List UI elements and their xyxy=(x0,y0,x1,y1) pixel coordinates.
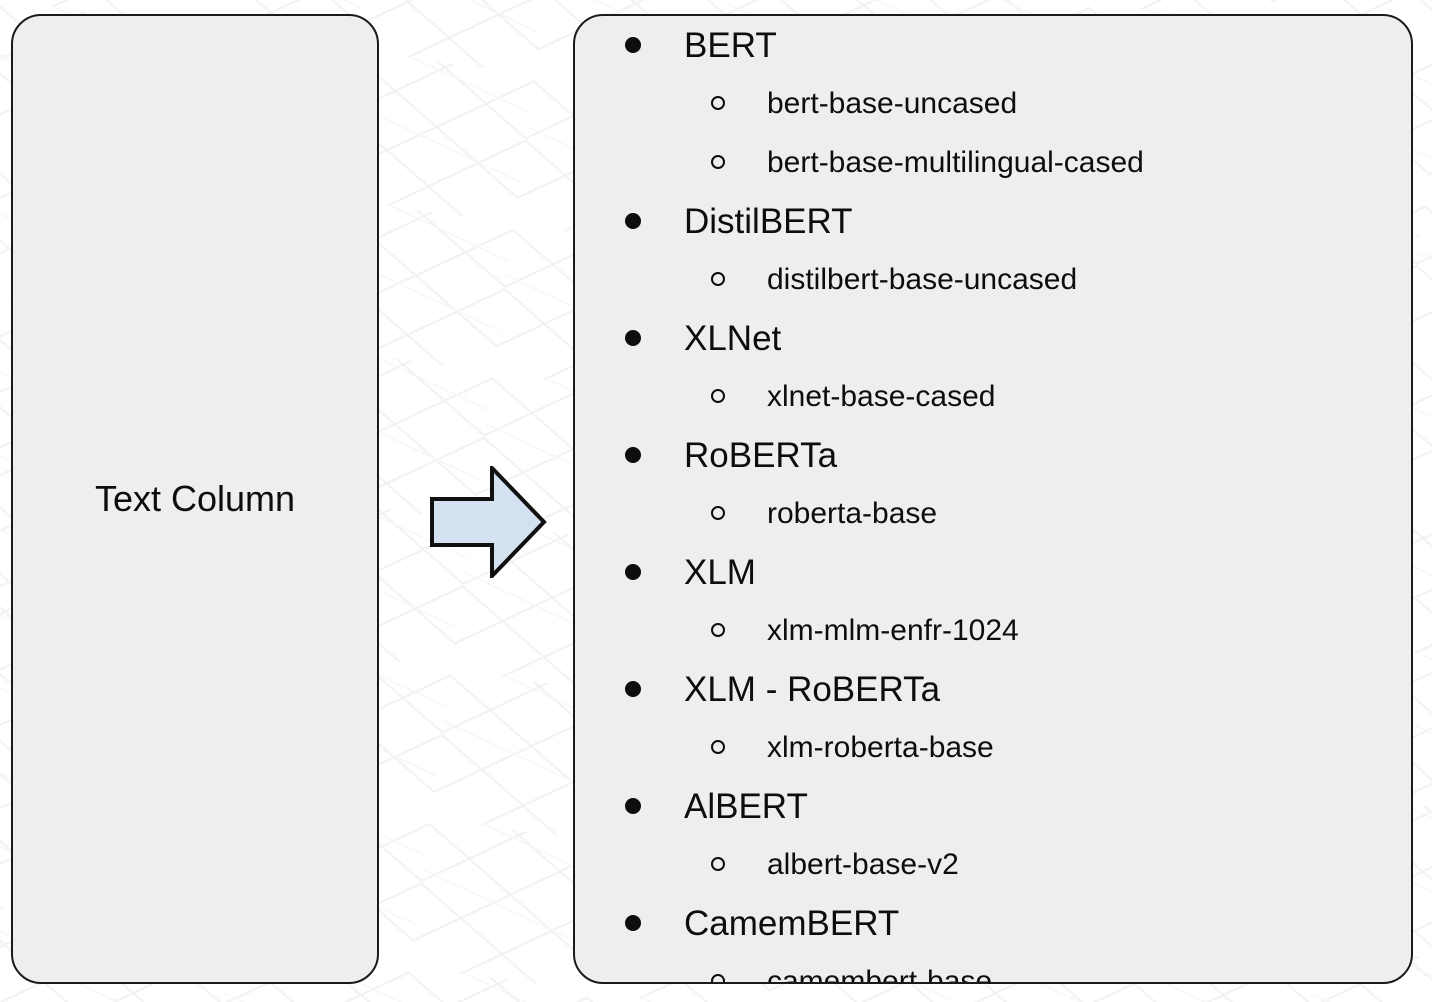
model-family-item[interactable]: DistilBERT xyxy=(575,192,1411,250)
model-family-item[interactable]: XLM - RoBERTa xyxy=(575,660,1411,718)
model-checkpoint-label: camembert-base xyxy=(767,964,993,984)
model-family-label: BERT xyxy=(684,25,777,65)
model-family-item[interactable]: XLM xyxy=(575,543,1411,601)
hollow-circle-bullet-icon xyxy=(711,271,725,286)
model-checkpoint-label: distilbert-base-uncased xyxy=(767,262,1078,296)
model-checkpoint-label: xlm-roberta-base xyxy=(767,730,994,764)
hollow-circle-bullet-icon xyxy=(711,388,725,403)
model-family-label: DistilBERT xyxy=(684,201,853,241)
right-arrow-icon xyxy=(430,466,548,578)
model-family-label: XLM - RoBERTa xyxy=(684,669,941,709)
model-checkpoint-item[interactable]: xlm-roberta-base xyxy=(575,718,1411,777)
model-family-item[interactable]: RoBERTa xyxy=(575,426,1411,484)
model-family-label: AlBERT xyxy=(684,786,808,826)
solid-disc-bullet-icon xyxy=(625,330,641,346)
solid-disc-bullet-icon xyxy=(625,37,641,53)
hollow-circle-bullet-icon xyxy=(711,622,725,637)
text-column-panel[interactable]: Text Column xyxy=(11,14,379,984)
model-checkpoint-label: xlnet-base-cased xyxy=(767,379,996,413)
hollow-circle-bullet-icon xyxy=(711,973,725,982)
model-checkpoint-item[interactable]: distilbert-base-uncased xyxy=(575,250,1411,309)
hollow-circle-bullet-icon xyxy=(711,739,725,754)
model-family-item[interactable]: BERT xyxy=(575,16,1411,74)
model-checkpoint-item[interactable]: bert-base-multilingual-cased xyxy=(575,133,1411,192)
model-checkpoint-item[interactable]: roberta-base xyxy=(575,484,1411,543)
text-column-label: Text Column xyxy=(94,478,296,520)
solid-disc-bullet-icon xyxy=(625,915,641,931)
hollow-circle-bullet-icon xyxy=(711,856,725,871)
model-checkpoint-item[interactable]: xlnet-base-cased xyxy=(575,367,1411,426)
hollow-circle-bullet-icon xyxy=(711,154,725,169)
model-checkpoint-label: xlm-mlm-enfr-1024 xyxy=(767,613,1019,647)
model-family-label: XLM xyxy=(684,552,756,592)
solid-disc-bullet-icon xyxy=(625,447,641,463)
model-checkpoint-item[interactable]: xlm-mlm-enfr-1024 xyxy=(575,601,1411,660)
model-checkpoint-label: albert-base-v2 xyxy=(767,847,959,881)
model-family-item[interactable]: CamemBERT xyxy=(575,894,1411,952)
model-checkpoint-item[interactable]: bert-base-uncased xyxy=(575,74,1411,133)
hollow-circle-bullet-icon xyxy=(711,95,725,110)
model-checkpoint-item[interactable]: camembert-base xyxy=(575,952,1411,984)
solid-disc-bullet-icon xyxy=(625,213,641,229)
model-family-label: XLNet xyxy=(684,318,782,358)
model-checkpoint-item[interactable]: albert-base-v2 xyxy=(575,835,1411,894)
model-family-item[interactable]: XLNet xyxy=(575,309,1411,367)
model-checkpoint-label: bert-base-uncased xyxy=(767,86,1018,120)
hollow-circle-bullet-icon xyxy=(711,505,725,520)
model-family-label: CamemBERT xyxy=(684,903,900,943)
solid-disc-bullet-icon xyxy=(625,798,641,814)
model-checkpoint-label: roberta-base xyxy=(767,496,938,530)
model-checkpoint-label: bert-base-multilingual-cased xyxy=(767,145,1144,179)
solid-disc-bullet-icon xyxy=(625,564,641,580)
models-panel[interactable]: BERT bert-base-uncased bert-base-multiling… xyxy=(573,14,1413,984)
model-outline-list: BERT bert-base-uncased bert-base-multiling… xyxy=(575,16,1411,984)
solid-disc-bullet-icon xyxy=(625,681,641,697)
model-family-label: RoBERTa xyxy=(684,435,838,475)
model-family-item[interactable]: AlBERT xyxy=(575,777,1411,835)
